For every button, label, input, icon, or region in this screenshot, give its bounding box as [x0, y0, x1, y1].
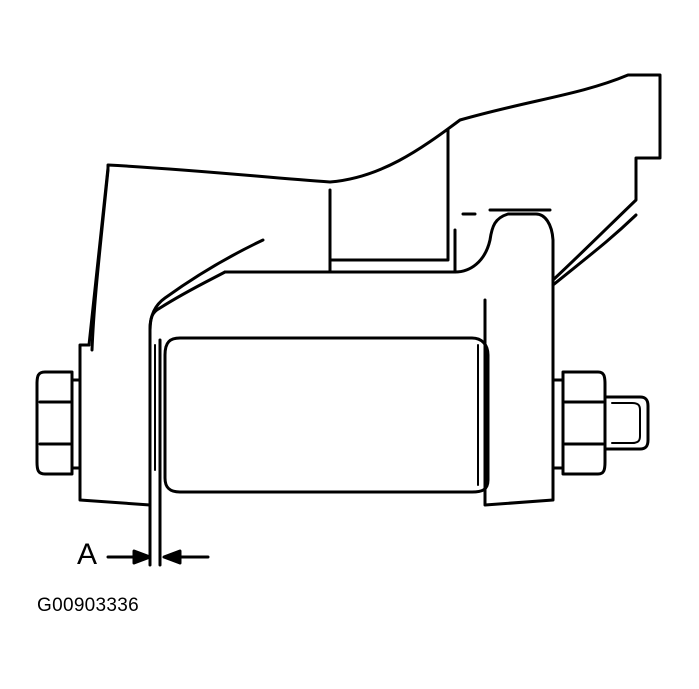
casting-inner-edge-left [90, 168, 110, 352]
hex-nut-left [35, 370, 74, 476]
thin-washer-left [148, 328, 162, 567]
dimension-arrowhead-left [132, 549, 152, 565]
bracket-center-bridge [328, 128, 450, 262]
bracket-right-edge [551, 213, 638, 287]
hex-nut-right-washer [551, 378, 565, 470]
clearance-label-a: A [77, 538, 98, 571]
hex-nut-right [561, 370, 607, 476]
bracket-right-arm-top [461, 208, 552, 216]
hex-nut-right-facets [563, 400, 605, 446]
bracket-left-arm [78, 188, 332, 507]
bracket-center-lower [223, 228, 457, 274]
bracket-casting-upper [87, 73, 662, 347]
bolt-end [603, 395, 650, 451]
figure-id: G00903336 [37, 595, 140, 616]
hex-nut-left-facets [38, 400, 72, 446]
bolt-end-inner [611, 402, 641, 444]
bracket-right-arm [453, 212, 555, 507]
bracket-left-arm-inner [148, 238, 265, 332]
hex-nut-left-washer [70, 378, 82, 470]
pivot-bushing [163, 336, 490, 494]
dimension-arrowhead-right [162, 549, 182, 565]
